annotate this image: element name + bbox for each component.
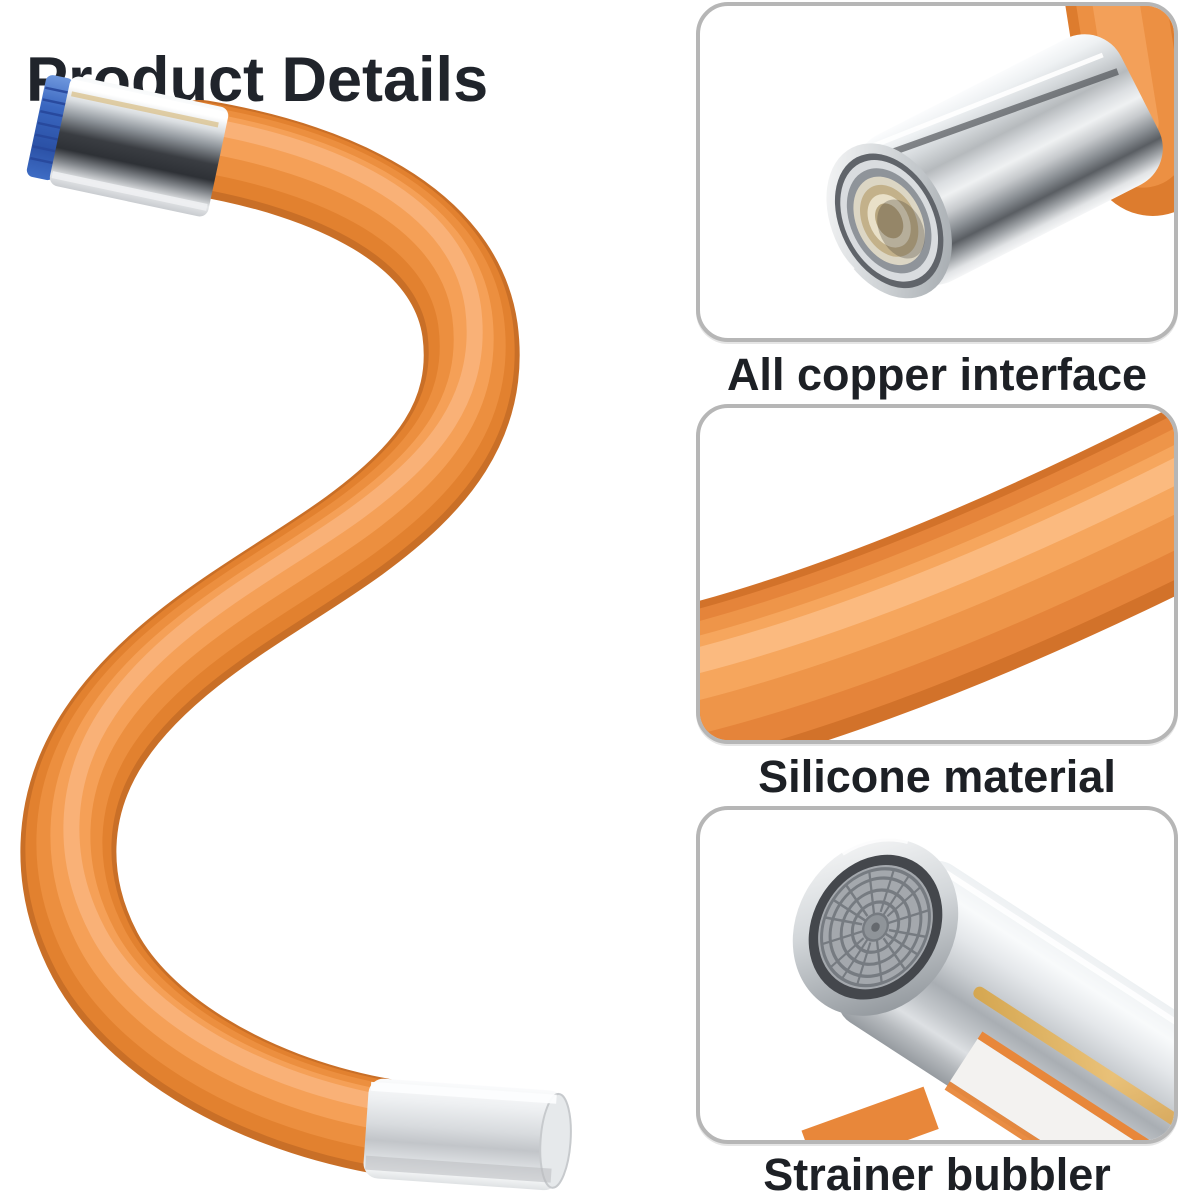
- card-label-silicone-material: Silicone material: [758, 751, 1116, 802]
- hose-tube: [20, 100, 520, 1174]
- card1-chrome-connector: [818, 34, 1163, 299]
- card-label-strainer-bubbler: Strainer bubbler: [763, 1149, 1111, 1200]
- card3-orange-edge: [801, 1086, 939, 1140]
- copper-interface-photo: [818, 6, 1174, 299]
- detail-card-silicone-material: [696, 404, 1178, 744]
- card-label-copper-interface: All copper interface: [726, 349, 1148, 400]
- silicone-material-photo: [700, 408, 1174, 740]
- hose-top-connector: [26, 75, 229, 217]
- hose-bottom-connector: [363, 1078, 572, 1191]
- detail-card-strainer-bubbler: [696, 806, 1178, 1144]
- blue-thread-tip: [26, 75, 74, 181]
- detail-card-copper-interface: [696, 2, 1178, 342]
- card3-aerator-face: [792, 835, 959, 1016]
- card2-orange-tube: [700, 408, 1174, 740]
- strainer-mesh: [818, 865, 933, 990]
- strainer-bubbler-photo: [792, 835, 1174, 1140]
- card3-spout-body: [838, 860, 1174, 1140]
- main-product-photo: [20, 75, 572, 1191]
